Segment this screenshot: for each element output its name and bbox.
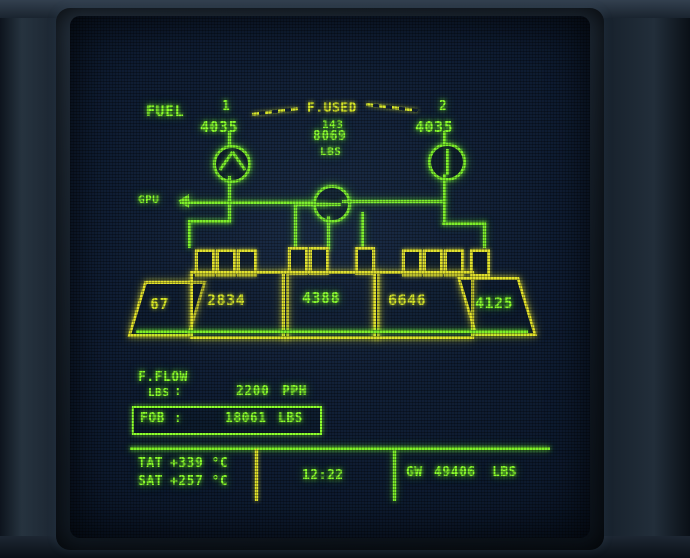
clock-readout: 12:22 bbox=[302, 468, 344, 483]
status-bar-separator-2 bbox=[393, 449, 396, 501]
tat-value: +339 °C bbox=[170, 456, 229, 471]
pipe-center-valve-down bbox=[327, 216, 330, 250]
pipe-e1-down bbox=[228, 176, 231, 202]
pipe-center-right-riser bbox=[361, 212, 364, 248]
engine-2-quantity: 4035 bbox=[415, 118, 454, 136]
fob-label: FOB bbox=[140, 411, 165, 426]
pump-symbol-10 bbox=[470, 249, 490, 277]
fob-colon: : bbox=[174, 411, 183, 426]
fuel-synoptic-graphic: FUEL 1 4035 2 4035 F.USED 143 8069 LBS bbox=[70, 16, 590, 538]
gross-weight-units: LBS bbox=[492, 465, 517, 480]
pipe-right-tank-riser bbox=[483, 222, 486, 248]
pump-symbol-1 bbox=[195, 249, 215, 277]
sat-value: +257 °C bbox=[170, 474, 229, 489]
engine-2-pump-ring bbox=[428, 143, 466, 181]
engine-2-label: 2 bbox=[439, 99, 448, 114]
gpu-label: GPU bbox=[138, 193, 160, 206]
bezel-left bbox=[0, 0, 62, 558]
engine-1-pump-ring bbox=[213, 145, 251, 183]
fob-units: LBS bbox=[278, 411, 303, 426]
fuel-flow-colon: : bbox=[174, 384, 183, 399]
tank-right-outer-quantity: 4125 bbox=[475, 294, 514, 312]
pipe-center-left-h bbox=[294, 203, 328, 206]
pipe-e1-up bbox=[228, 131, 231, 147]
fuel-used-label: F.USED bbox=[307, 101, 357, 116]
engine-1-quantity: 4035 bbox=[200, 118, 239, 136]
fuel-used-leader-left bbox=[251, 107, 299, 116]
pipe-center-left-riser bbox=[294, 204, 297, 248]
fob-value: 18061 bbox=[225, 411, 267, 426]
bezel-right bbox=[600, 0, 690, 558]
tank-right-inner-quantity: 6646 bbox=[388, 291, 427, 309]
pipe-right-branch-v bbox=[443, 202, 446, 224]
ecam-screen[interactable]: FUEL 1 4035 2 4035 F.USED 143 8069 LBS bbox=[70, 16, 590, 538]
gross-weight-label: GW bbox=[406, 465, 423, 480]
crossfeed-manifold-left bbox=[180, 201, 316, 204]
pipe-e2-down bbox=[443, 174, 446, 202]
pipe-left-branch-h bbox=[188, 220, 231, 223]
pump-symbol-3 bbox=[237, 249, 257, 277]
crossfeed-valve-ring bbox=[313, 185, 351, 223]
fuel-flow-value: 2200 bbox=[236, 384, 270, 399]
pipe-left-branch-v bbox=[228, 202, 231, 222]
pump-symbol-8 bbox=[423, 249, 443, 277]
pipe-right-branch-h bbox=[442, 222, 486, 225]
fuel-used-line2: 8069 bbox=[313, 129, 347, 144]
fuel-used-units: LBS bbox=[320, 145, 342, 158]
pump-symbol-7 bbox=[402, 249, 422, 277]
tank-right-inner-box bbox=[373, 271, 474, 339]
fuel-flow-title: F.FLOW bbox=[138, 370, 188, 385]
gross-weight-value: 49406 bbox=[434, 465, 476, 480]
sat-label: SAT bbox=[138, 474, 163, 489]
fuel-used-leader-right bbox=[366, 102, 418, 113]
status-bar-separator-1 bbox=[255, 449, 258, 501]
fuel-flow-sub-label: LBS bbox=[148, 386, 170, 399]
status-bar-divider bbox=[130, 447, 550, 450]
tank-left-outer-quantity: 67 bbox=[150, 295, 170, 313]
pump-symbol-9 bbox=[444, 249, 464, 277]
wing-lower-edge bbox=[136, 330, 528, 333]
fuel-used-line1: 143 bbox=[322, 118, 344, 131]
pipe-left-tank-riser bbox=[188, 220, 191, 248]
pipe-e2-up bbox=[443, 131, 446, 145]
crossfeed-manifold-right bbox=[342, 200, 446, 203]
tat-label: TAT bbox=[138, 456, 163, 471]
fuel-flow-units: PPH bbox=[282, 384, 307, 399]
gpu-arrow-icon bbox=[178, 194, 189, 208]
tank-center-quantity: 4388 bbox=[302, 289, 341, 307]
tank-left-inner-box bbox=[190, 271, 289, 339]
pump-symbol-2 bbox=[216, 249, 236, 277]
tank-center-box bbox=[282, 271, 380, 339]
tank-left-inner-quantity: 2834 bbox=[207, 291, 246, 309]
fob-box bbox=[132, 406, 322, 435]
engine-1-label: 1 bbox=[222, 99, 231, 114]
page-title: FUEL bbox=[146, 102, 185, 120]
